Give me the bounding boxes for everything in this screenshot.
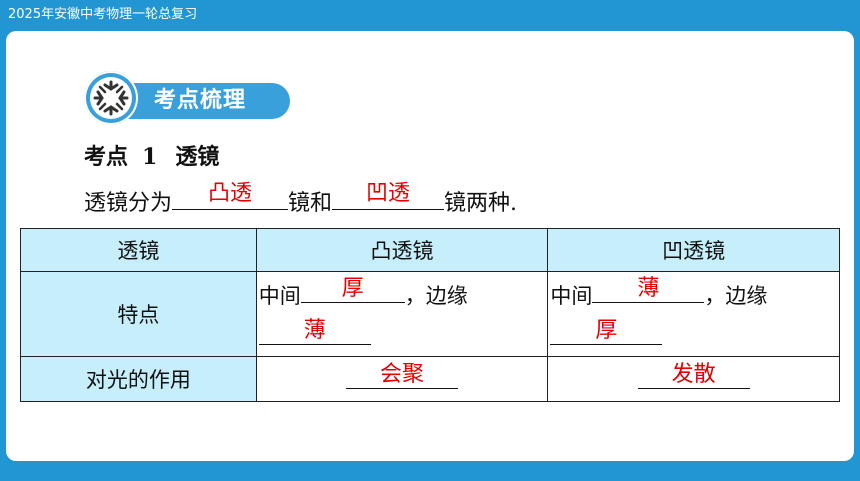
answer-text: 薄 xyxy=(303,318,326,343)
answer-text: 厚 xyxy=(595,318,618,343)
cell-text: ，边缘 xyxy=(404,284,468,308)
section-topic: 透镜 xyxy=(175,144,220,170)
cell-text: 中间 xyxy=(550,284,593,308)
row-label: 对光的作用 xyxy=(20,356,257,402)
header-cell: 透镜 xyxy=(20,228,257,272)
answer-blank: 凸透 xyxy=(172,181,289,210)
answer-blank: 凹透 xyxy=(332,181,445,210)
header-cell: 凸透镜 xyxy=(255,228,549,272)
answer-text: 会聚 xyxy=(380,362,425,387)
cell-text: ，边缘 xyxy=(704,284,768,308)
answer-blank: 厚 xyxy=(300,276,405,303)
badge-label: 考点梳理 xyxy=(154,88,247,113)
header-cell: 凹透镜 xyxy=(547,228,840,272)
answer-text: 厚 xyxy=(341,276,364,301)
table-header-row: 透镜 凸透镜 凹透镜 xyxy=(20,228,840,272)
answer-blank: 会聚 xyxy=(346,362,459,389)
top-bar: 2025年安徽中考物理一轮总复习 xyxy=(0,0,860,30)
answer-blank: 厚 xyxy=(550,318,663,345)
intro-sentence: 透镜分为 凸透 镜和 凹透 镜两种. xyxy=(84,181,518,217)
answer-blank: 薄 xyxy=(592,276,705,303)
table-cell: 中间 厚 ，边缘 薄 xyxy=(255,271,549,357)
section-prefix: 考点 xyxy=(84,144,129,170)
sentence-part: 透镜分为 xyxy=(84,191,173,216)
answer-blank: 发散 xyxy=(637,362,750,389)
section-number: 1 xyxy=(142,144,158,170)
answer-text: 凹透 xyxy=(366,181,411,206)
row-label: 特点 xyxy=(20,271,257,357)
answer-blank: 薄 xyxy=(258,318,371,345)
answer-text: 发散 xyxy=(671,362,716,387)
asterisk-icon xyxy=(90,77,132,119)
table-row: 特点 中间厚，边缘 薄 中间薄，边缘 厚 xyxy=(20,271,840,357)
cell-text: 中间 xyxy=(258,284,301,308)
table-row: 对光的作用 会聚 发散 xyxy=(20,356,840,402)
sentence-part: 镜和 xyxy=(288,191,333,216)
table-cell: 发散 xyxy=(547,356,840,402)
section-heading: 考点 1 透镜 xyxy=(84,139,219,171)
table-cell: 中间 薄 ，边缘 厚 xyxy=(547,271,840,357)
section-badge: 考点梳理 xyxy=(84,71,294,129)
sentence-part: 镜两种. xyxy=(444,191,518,216)
slide-canvas: 考点梳理 xyxy=(6,31,854,461)
answer-text: 薄 xyxy=(637,276,660,301)
table-cell: 会聚 xyxy=(255,356,549,402)
lens-table: 透镜 凸透镜 凹透镜 特点 中间厚，边缘 薄 中间薄，边缘 xyxy=(20,228,840,402)
badge-circle xyxy=(84,71,138,125)
answer-text: 凸透 xyxy=(208,181,253,206)
course-title: 2025年安徽中考物理一轮总复习 xyxy=(8,7,198,22)
